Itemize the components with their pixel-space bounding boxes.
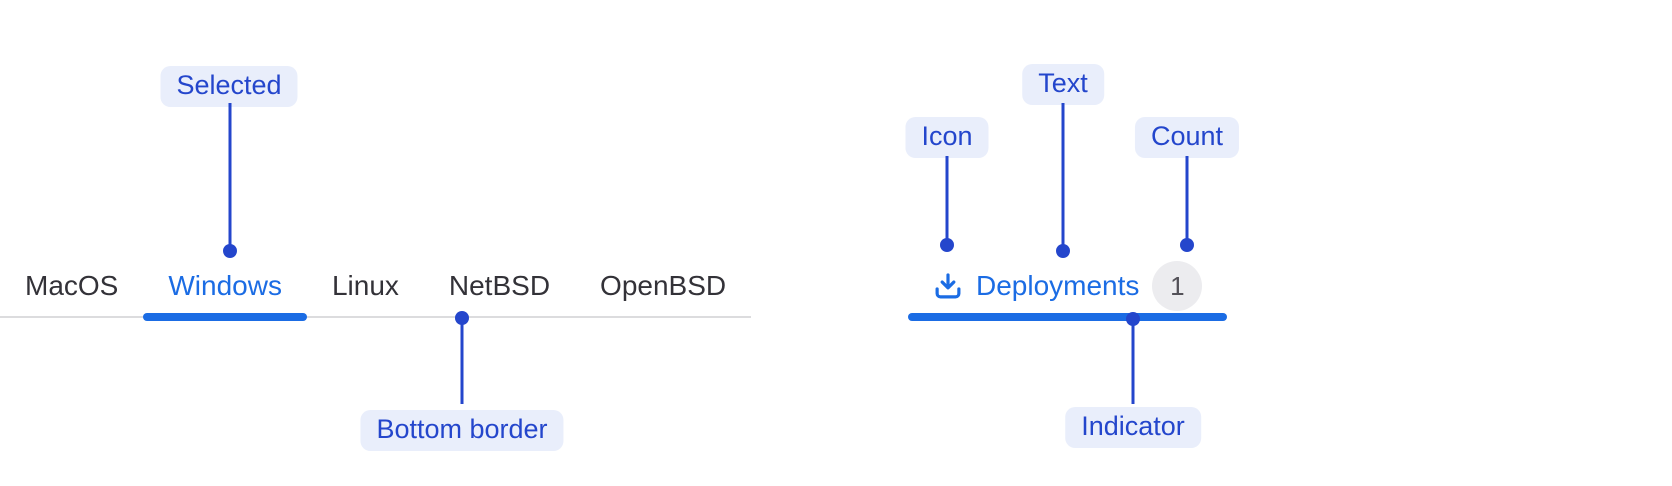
annotation-count-label: Count bbox=[1134, 117, 1240, 158]
annotation-icon-line bbox=[945, 156, 949, 239]
annotation-indicator-line bbox=[1131, 325, 1135, 404]
count-badge: 1 bbox=[1152, 261, 1203, 311]
tab-deployments[interactable]: Deployments 1 bbox=[908, 258, 1228, 321]
annotation-count-dot bbox=[1180, 238, 1194, 252]
annotation-indicator-label: Indicator bbox=[1065, 407, 1201, 448]
annotation-bottom-border-line bbox=[460, 322, 464, 404]
annotation-selected-dot bbox=[223, 244, 237, 258]
annotation-icon-dot bbox=[940, 238, 954, 252]
annotation-selected-label: Selected bbox=[160, 66, 298, 107]
tab-label: Linux bbox=[331, 270, 399, 301]
annotation-bottom-border-label: Bottom border bbox=[360, 410, 564, 451]
annotation-text-label: Text bbox=[1022, 64, 1104, 105]
annotation-bottom-border-dot bbox=[455, 311, 469, 325]
tab-label: NetBSD bbox=[448, 270, 551, 301]
tab-linux[interactable]: Linux bbox=[307, 258, 424, 316]
annotation-icon-label: Icon bbox=[905, 117, 989, 158]
deployments-tab-bar: Deployments 1 bbox=[908, 258, 1228, 321]
os-tab-bar: MacOS Windows Linux NetBSD OpenBSD bbox=[0, 258, 752, 321]
active-tab-indicator bbox=[908, 313, 1228, 321]
annotation-text-dot bbox=[1056, 244, 1070, 258]
tab-label: Windows bbox=[168, 270, 282, 301]
annotation-selected-line bbox=[228, 103, 232, 245]
tab-windows-selected[interactable]: Windows bbox=[143, 258, 307, 321]
tab-label: Deployments bbox=[976, 270, 1140, 301]
download-icon bbox=[935, 273, 961, 299]
active-tab-indicator bbox=[143, 313, 307, 321]
tab-label: MacOS bbox=[25, 270, 119, 301]
tab-macos[interactable]: MacOS bbox=[0, 258, 143, 316]
tab-openbsd[interactable]: OpenBSD bbox=[575, 258, 751, 316]
tab-netbsd[interactable]: NetBSD bbox=[424, 258, 575, 316]
annotation-text-line bbox=[1061, 103, 1065, 245]
annotation-indicator-dot bbox=[1126, 312, 1140, 326]
tab-label: OpenBSD bbox=[600, 270, 727, 301]
annotation-count-line bbox=[1185, 156, 1189, 239]
